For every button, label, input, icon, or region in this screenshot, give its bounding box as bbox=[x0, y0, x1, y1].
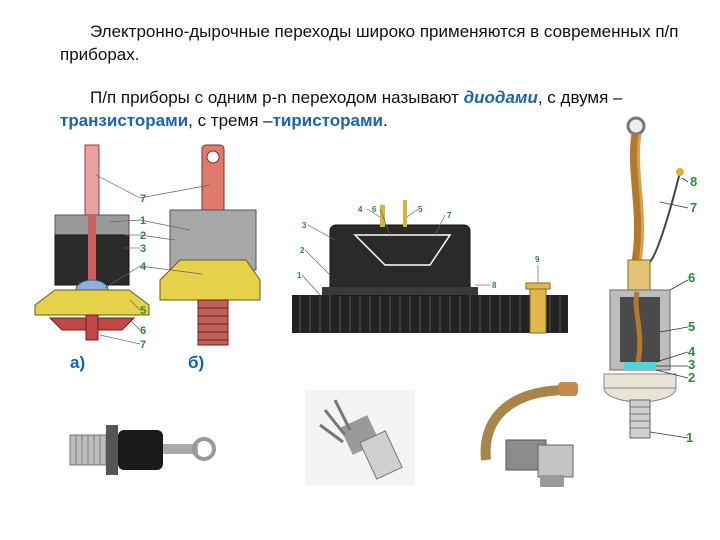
term-thyristors: тиристорами bbox=[272, 111, 383, 130]
thyristor-label-5: 5 bbox=[688, 319, 695, 334]
transistor-label-5: 5 bbox=[418, 205, 423, 214]
thyristor-label-1: 1 bbox=[686, 430, 693, 445]
diode-label-4: 4 bbox=[140, 261, 147, 273]
diode-leader-lines bbox=[95, 174, 211, 345]
diode-label-7-top: 7 bbox=[140, 193, 146, 205]
definition-text-part1: П/п приборы с одним p-n переходом называ… bbox=[90, 88, 464, 107]
transistor-label-1: 1 bbox=[297, 271, 302, 280]
thyristor-label-2: 2 bbox=[688, 370, 695, 385]
transistor-label-6: 6 bbox=[372, 205, 377, 214]
transistor-label-9: 9 bbox=[535, 255, 540, 264]
transistor-cutaway-figure: 4 6 5 7 3 2 1 8 9 bbox=[292, 200, 568, 334]
diode-label-7-bottom: 7 bbox=[140, 339, 146, 351]
diode-label-6: 6 bbox=[140, 325, 146, 337]
thyristor-label-4: 4 bbox=[688, 344, 696, 359]
transistor-label-4: 4 bbox=[358, 205, 363, 214]
transistor-label-3: 3 bbox=[302, 221, 307, 230]
thyristor-photo bbox=[480, 382, 578, 487]
definition-text-end: . bbox=[383, 111, 388, 130]
thyristor-label-6: 6 bbox=[688, 270, 695, 285]
transistor-photo bbox=[305, 390, 415, 485]
diode-a-drawing bbox=[34, 144, 150, 341]
diode-label-3: 3 bbox=[140, 243, 146, 255]
transistor-label-8: 8 bbox=[492, 281, 497, 290]
transistor-leader-lines bbox=[301, 208, 539, 296]
diode-label-1: 1 bbox=[140, 215, 146, 227]
thyristor-label-3: 3 bbox=[688, 357, 695, 372]
transistor-label-7: 7 bbox=[447, 211, 452, 220]
diode-cutaway-figure: 7 1 2 3 4 5 6 7 а) б) bbox=[34, 144, 261, 372]
diode-label-2: 2 bbox=[140, 230, 146, 242]
transistor-label-2: 2 bbox=[300, 246, 305, 255]
definition-paragraph: П/п приборы с одним p-n переходом называ… bbox=[60, 86, 700, 132]
diode-photo bbox=[69, 425, 216, 475]
caption-a: а) bbox=[70, 353, 85, 372]
term-diodes: диодами bbox=[463, 88, 538, 107]
caption-b: б) bbox=[188, 353, 204, 372]
thyristor-label-7: 7 bbox=[690, 200, 697, 215]
diode-b-drawing bbox=[159, 144, 261, 346]
intro-text: Электронно-дырочные переходы широко прим… bbox=[60, 22, 679, 64]
thyristor-label-8: 8 bbox=[690, 174, 697, 189]
definition-text-part2: , с двумя – bbox=[537, 88, 623, 107]
diode-label-5: 5 bbox=[140, 305, 146, 317]
definition-text-part3: , с тремя – bbox=[188, 111, 273, 130]
thyristor-leader-lines bbox=[649, 177, 689, 439]
thyristor-cutaway-figure: 8 7 6 5 4 3 2 1 bbox=[603, 116, 697, 445]
intro-paragraph: Электронно-дырочные переходы широко прим… bbox=[60, 20, 700, 66]
term-transistors: транзисторами bbox=[60, 111, 189, 130]
